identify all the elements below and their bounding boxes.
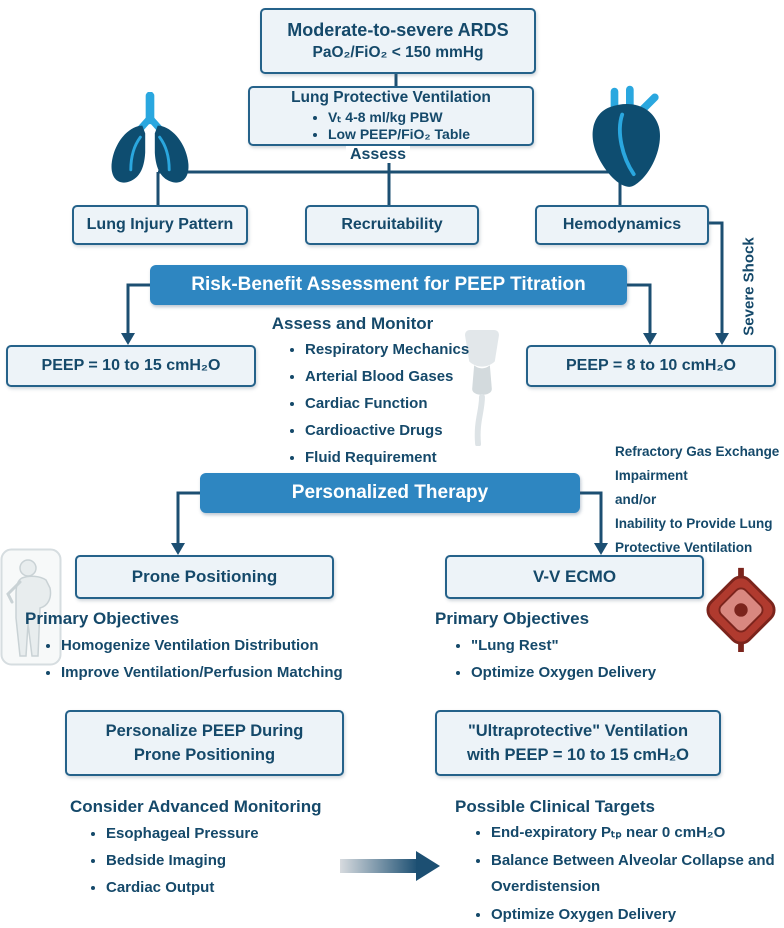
assess-label: Assess: [318, 146, 438, 164]
hemodynamics-box: Hemodynamics: [535, 205, 709, 245]
lung-protective-ventilation-box: Lung Protective Ventilation Vₜ 4-8 ml/kg…: [248, 86, 534, 146]
recruitability-box: Recruitability: [305, 205, 479, 245]
advanced-monitoring-list: Esophageal Pressure Bedside Imaging Card…: [89, 820, 259, 901]
severe-shock-label: Severe Shock: [740, 236, 758, 336]
clinical-targets-title: Possible Clinical Targets: [455, 797, 655, 816]
assess-and-monitor-list: Respiratory Mechanics Arterial Blood Gas…: [288, 336, 469, 471]
prone-positioning-label: Prone Positioning: [131, 567, 278, 586]
risk-benefit-banner: Risk-Benefit Assessment for PEEP Titrati…: [150, 265, 627, 305]
peep-8-10-label: PEEP = 8 to 10 cmH₂O: [566, 357, 736, 374]
prone-primary-objectives-title: Primary Objectives: [25, 609, 180, 628]
lpv-item: Low PEEP/FiO₂ Table: [328, 126, 470, 143]
recruitability-label: Recruitability: [341, 216, 443, 233]
personalize-peep-prone-box: Personalize PEEP During Prone Positionin…: [65, 710, 344, 776]
list-item: End-expiratory Pₜₚ near 0 cmH₂O: [491, 820, 784, 848]
list-item: Cardioactive Drugs: [305, 417, 469, 444]
lpv-list: Vₜ 4-8 ml/kg PBW Low PEEP/FiO₂ Table: [312, 109, 470, 143]
hemodynamics-label: Hemodynamics: [562, 216, 682, 233]
clinical-targets-list: End-expiratory Pₜₚ near 0 cmH₂O Balance …: [474, 820, 784, 928]
ultrasound-probe-icon: [465, 329, 499, 446]
list-item: Improve Ventilation/Perfusion Matching: [61, 659, 343, 686]
vv-ecmo-box: V-V ECMO: [445, 555, 704, 599]
ards-box: Moderate-to-severe ARDS PaO₂/FiO₂ < 150 …: [260, 8, 536, 74]
refractory-note: Refractory Gas Exchange Impairment and/o…: [615, 444, 780, 555]
patient-body-icon: [0, 548, 62, 666]
lungs-icon: [111, 92, 189, 183]
vv-ecmo-label: V-V ECMO: [532, 567, 617, 586]
list-item: Cardiac Function: [305, 390, 469, 417]
peep-10-15-box: PEEP = 10 to 15 cmH₂O: [6, 345, 256, 387]
list-item: "Lung Rest": [471, 632, 656, 659]
ultraprotective-ventilation-box: "Ultraprotective" Ventilation with PEEP …: [435, 710, 721, 776]
flow-arrow-icon: [340, 851, 440, 881]
lpv-item: Vₜ 4-8 ml/kg PBW: [328, 109, 470, 126]
list-item: Homogenize Ventilation Distribution: [61, 632, 343, 659]
list-item: Bedside Imaging: [106, 847, 259, 874]
assess-and-monitor-title: Assess and Monitor: [271, 314, 434, 333]
personalized-therapy-banner: Personalized Therapy: [200, 473, 580, 513]
advanced-monitoring-title: Consider Advanced Monitoring: [70, 797, 322, 816]
list-item: Arterial Blood Gases: [305, 363, 469, 390]
list-item: Optimize Oxygen Delivery: [471, 659, 656, 686]
lpv-title: Lung Protective Ventilation: [291, 89, 491, 106]
ecmo-primary-objectives-list: "Lung Rest" Optimize Oxygen Delivery: [454, 632, 656, 686]
list-item: Fluid Requirement: [305, 444, 469, 471]
list-item: Esophageal Pressure: [106, 820, 259, 847]
prone-primary-objectives-list: Homogenize Ventilation Distribution Impr…: [44, 632, 343, 686]
peep-10-15-label: PEEP = 10 to 15 cmH₂O: [41, 357, 221, 374]
lung-injury-pattern-box: Lung Injury Pattern: [72, 205, 248, 245]
ards-box-subtitle: PaO₂/FiO₂ < 150 mmHg: [312, 44, 484, 61]
peep-8-10-box: PEEP = 8 to 10 cmH₂O: [526, 345, 776, 387]
heart-icon: [592, 85, 660, 187]
ecmo-primary-objectives-title: Primary Objectives: [435, 609, 590, 628]
prone-positioning-box: Prone Positioning: [75, 555, 334, 599]
list-item: Balance Between Alveolar Collapse and Ov…: [491, 848, 784, 902]
list-item: Cardiac Output: [106, 874, 259, 901]
ecmo-oxygenator-icon: [706, 567, 776, 653]
lung-injury-pattern-label: Lung Injury Pattern: [86, 216, 234, 233]
list-item: Optimize Oxygen Delivery: [491, 902, 784, 928]
list-item: Respiratory Mechanics: [305, 336, 469, 363]
ards-box-title: Moderate-to-severe ARDS: [287, 20, 509, 40]
